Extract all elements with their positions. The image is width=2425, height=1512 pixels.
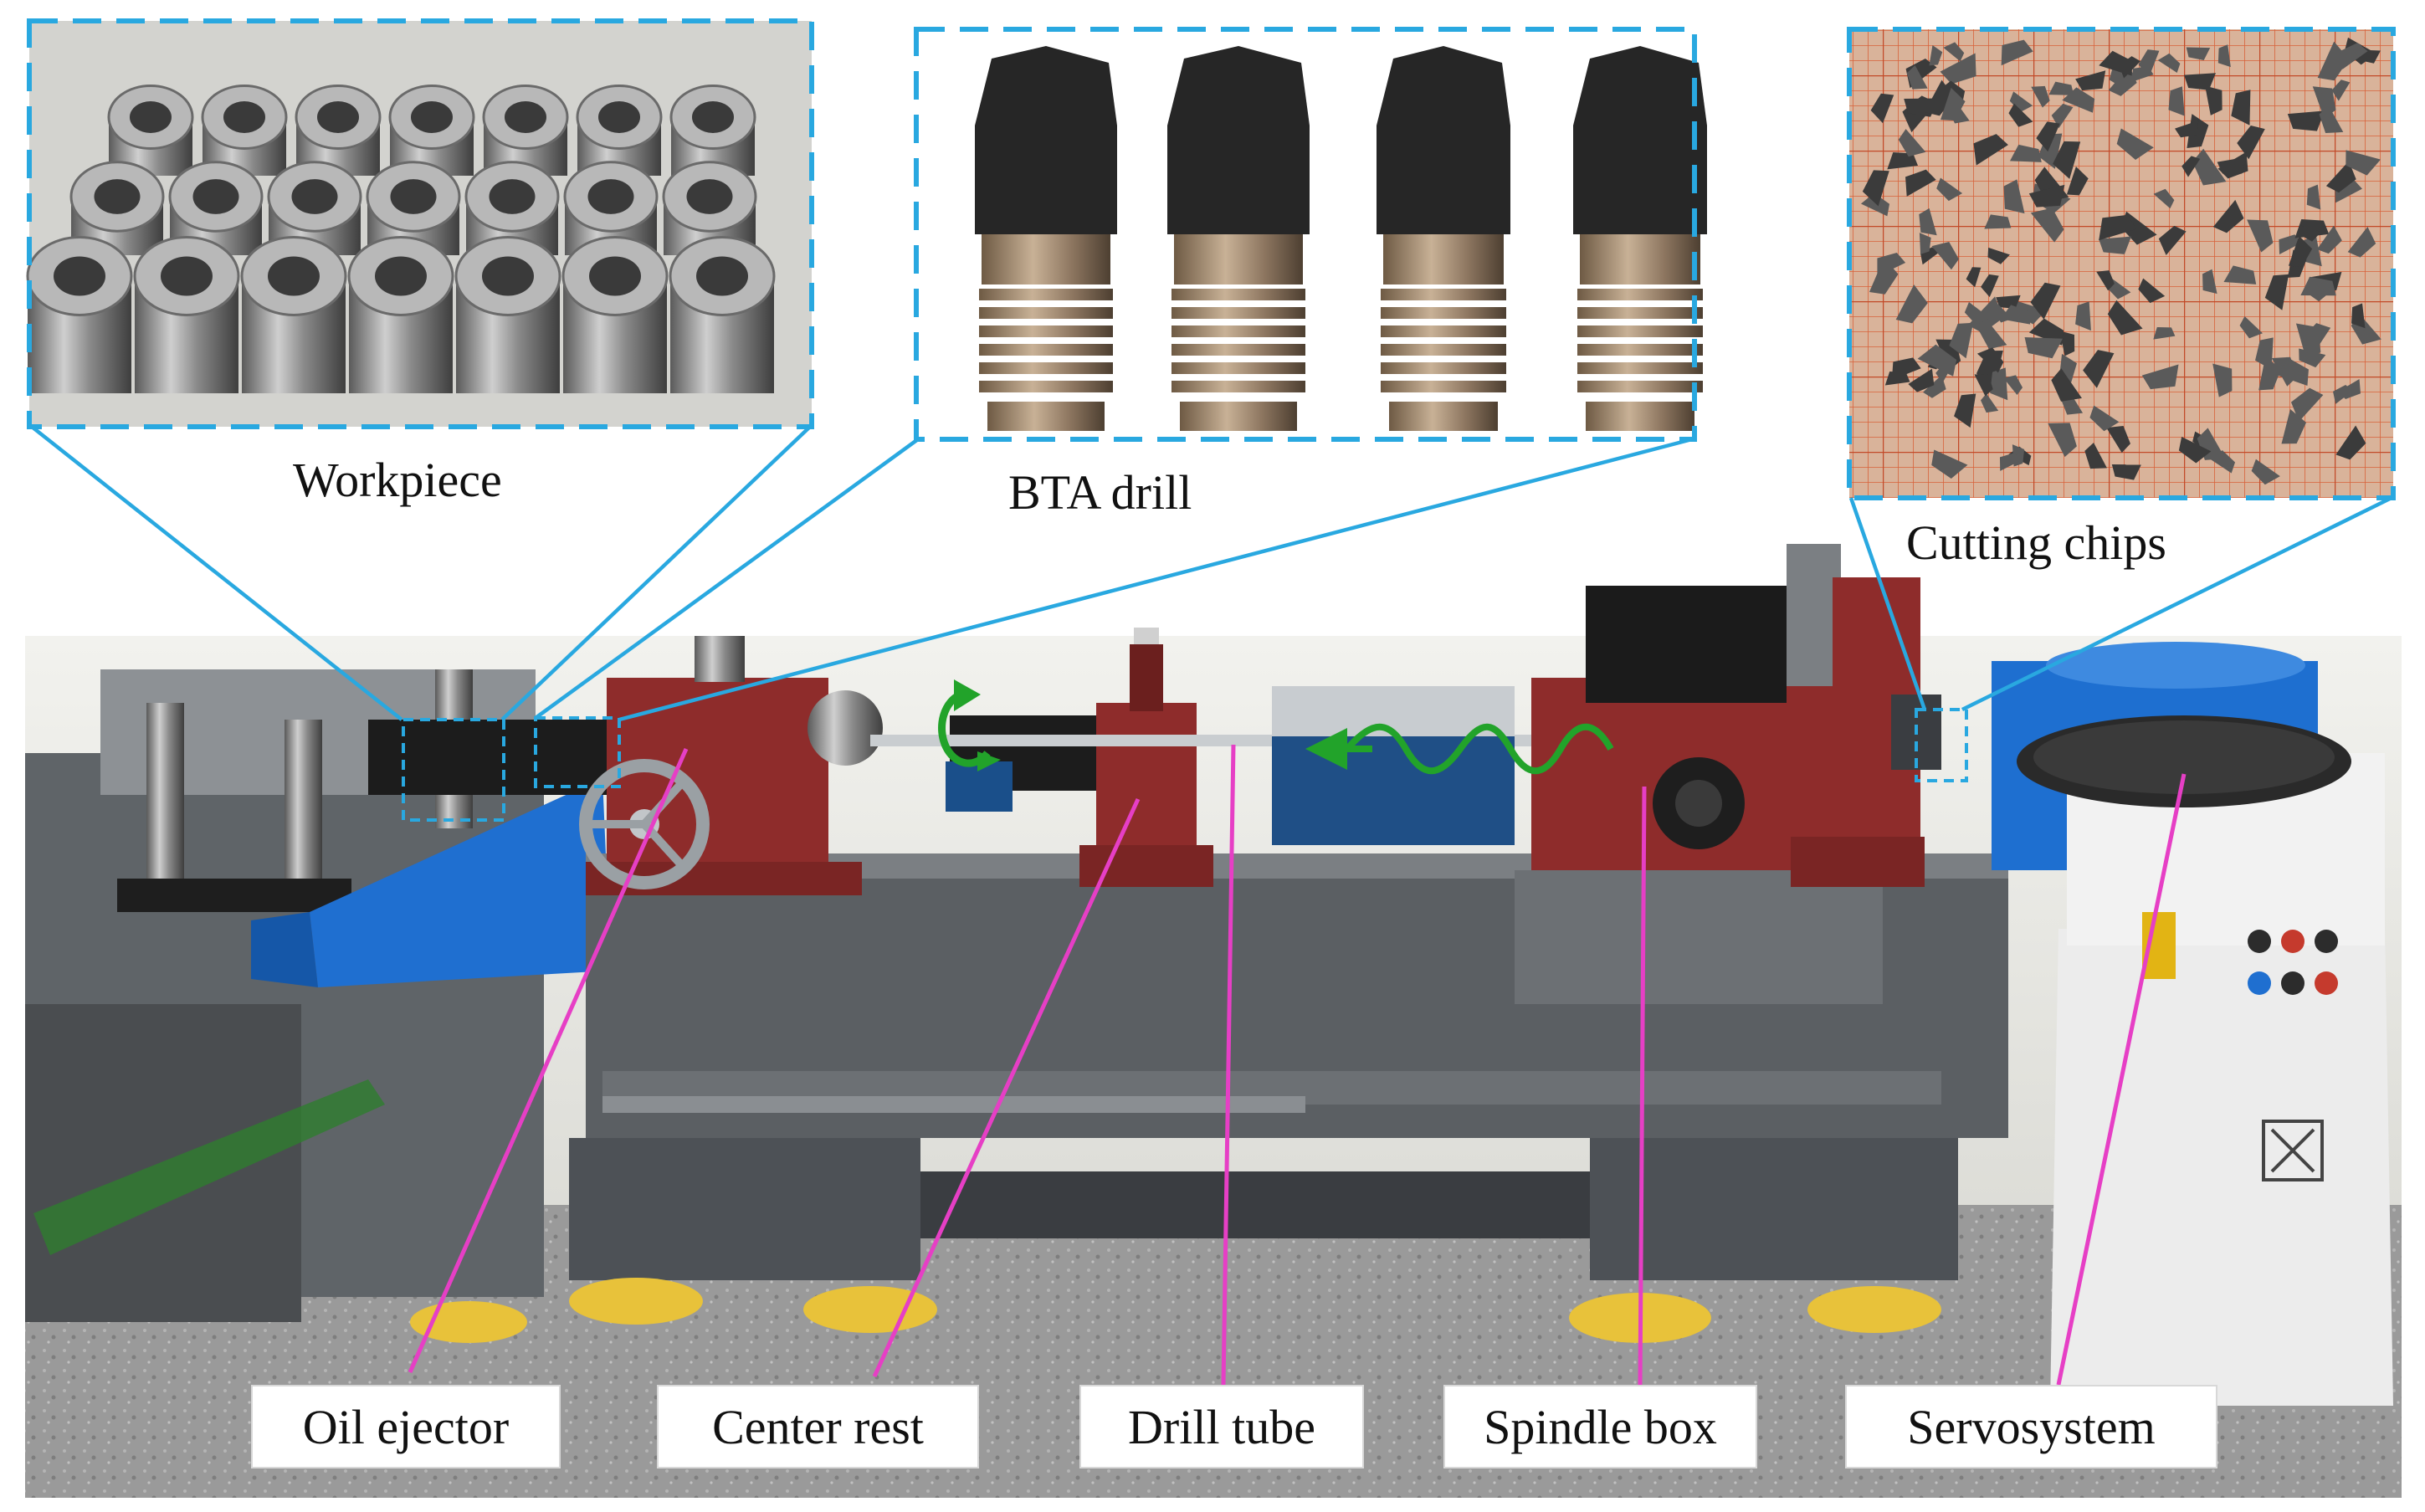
bta-drill-inset <box>914 27 1707 442</box>
bta-drill-caption: BTA drill <box>1008 465 1192 520</box>
label-center-rest: Center rest <box>657 1385 979 1468</box>
cutting-chips-caption: Cutting chips <box>1906 515 2166 570</box>
feed-vibration-arrow-icon <box>1305 723 1614 775</box>
cutting-chips-inset <box>1847 27 2396 500</box>
label-leader-lines <box>408 744 2187 1386</box>
workpiece-inset <box>26 18 814 429</box>
label-drill-tube: Drill tube <box>1079 1385 1364 1468</box>
label-servosystem: Servosystem <box>1845 1385 2217 1468</box>
inset-leader-lines <box>30 425 2392 722</box>
label-spindle-box: Spindle box <box>1443 1385 1757 1468</box>
rotation-arrow-icon <box>938 679 1001 771</box>
workpiece-caption: Workpiece <box>293 453 502 507</box>
label-oil-ejector: Oil ejector <box>251 1385 561 1468</box>
